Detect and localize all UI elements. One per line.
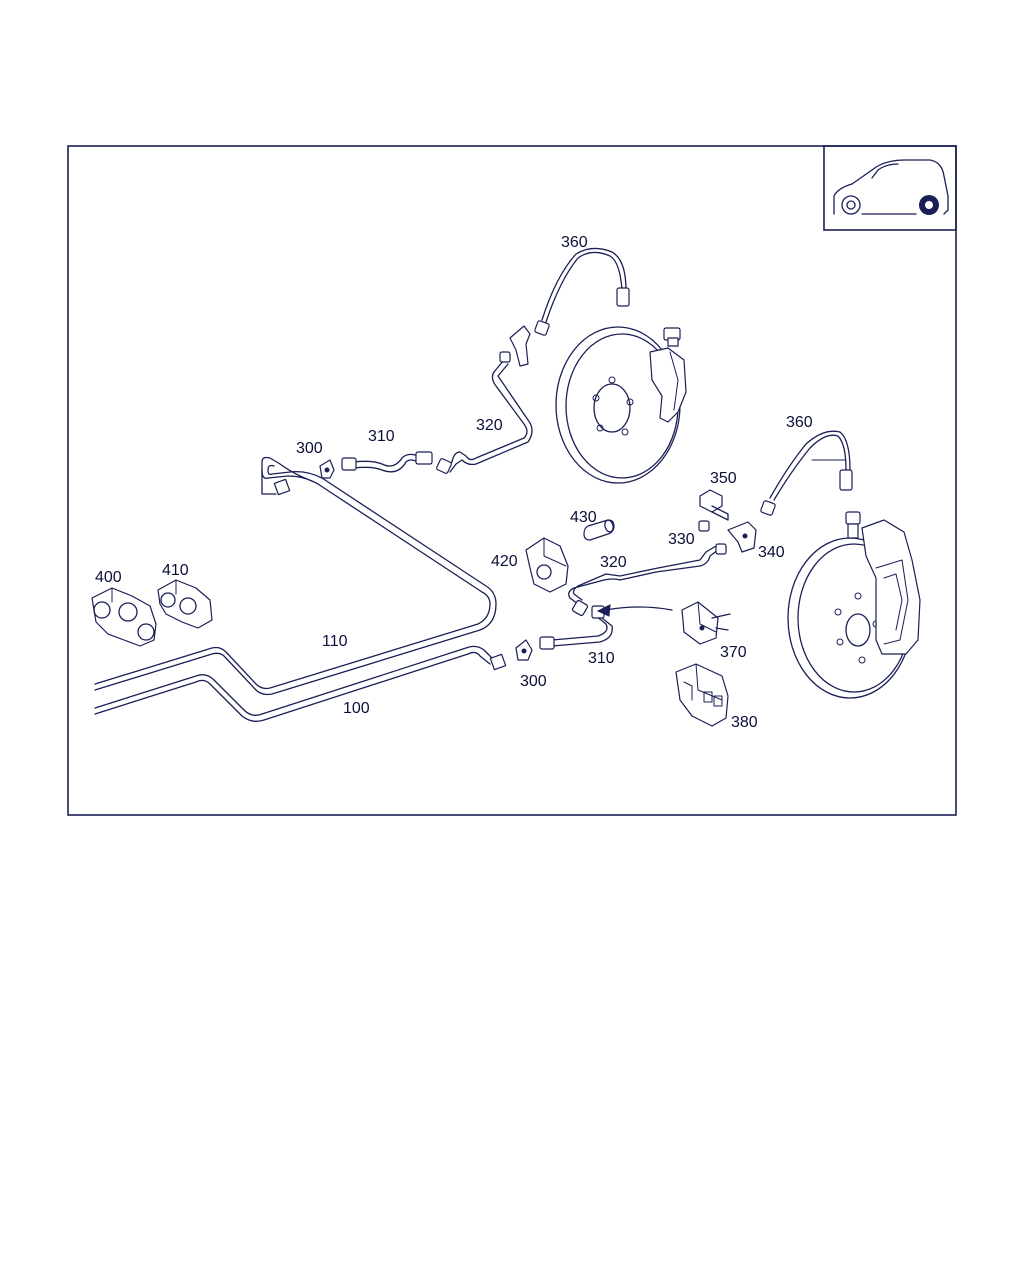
- label-370: 370: [720, 644, 747, 661]
- brake-hose-310-upper: [341, 451, 433, 473]
- bracket-340: [727, 521, 757, 553]
- front-brake-disc-lower: [787, 511, 921, 699]
- nut-330: [698, 520, 710, 532]
- label-360-upper: 360: [561, 234, 588, 251]
- retaining-clip-300-lower: [515, 639, 533, 661]
- label-380: 380: [731, 714, 758, 731]
- label-420: 420: [491, 553, 518, 570]
- diagram-frame: [67, 145, 957, 816]
- label-320-upper: 320: [476, 417, 503, 434]
- cover-380: [675, 663, 729, 727]
- label-100: 100: [343, 700, 370, 717]
- mount-420: [525, 537, 569, 593]
- label-430: 430: [570, 509, 597, 526]
- arrow-icon: [596, 604, 673, 617]
- label-330: 330: [668, 531, 695, 548]
- retaining-clip-300-upper: [319, 459, 335, 479]
- label-310-lower: 310: [588, 650, 615, 667]
- brake-hose-360-lower: [760, 430, 853, 516]
- bracket-370: [681, 601, 731, 645]
- brake-hose-360-upper: [534, 247, 630, 336]
- label-410: 410: [162, 562, 189, 579]
- brake-line-320-lower: [568, 543, 727, 617]
- label-300-upper: 300: [296, 440, 323, 457]
- label-350: 350: [710, 470, 737, 487]
- label-300-lower: 300: [520, 673, 547, 690]
- front-brake-disc-upper: [555, 326, 687, 484]
- hose-bracket-upper: [509, 325, 531, 367]
- label-320-lower: 320: [600, 554, 627, 571]
- label-110: 110: [322, 633, 348, 650]
- brake-line-100: [94, 645, 507, 722]
- label-340: 340: [758, 544, 785, 561]
- sleeve-430: [583, 519, 615, 541]
- brake-line-110: [94, 456, 497, 696]
- label-400: 400: [95, 569, 122, 586]
- label-310-upper: 310: [368, 428, 395, 445]
- brake-line-320-upper: [436, 351, 533, 474]
- brake-pad-set-400: [91, 587, 157, 647]
- car-side-icon: [823, 145, 957, 231]
- brake-pad-set-410: [157, 579, 213, 629]
- bolt-350: [699, 489, 729, 521]
- label-360-lower: 360: [786, 414, 813, 431]
